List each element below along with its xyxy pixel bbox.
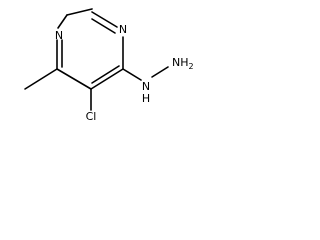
bond-c6-c5 <box>56 68 92 90</box>
label-layer: N N N H NH2 Cl <box>55 23 194 123</box>
bond-n3-ctop-double <box>91 18 116 34</box>
bond-nh-nh2 <box>151 66 169 78</box>
atom-n-left: N <box>55 29 63 42</box>
bond-c5-c4 <box>90 68 124 90</box>
atom-n-top: N <box>119 23 127 36</box>
atom-chlorine: Cl <box>86 110 97 123</box>
atom-n-hydrazine: N <box>142 80 150 93</box>
bond-c4-nh <box>122 68 142 81</box>
atom-h-hydrazine: H <box>142 92 150 105</box>
atom-nh2: NH2 <box>172 56 194 71</box>
bond-n3-ctop <box>91 11 118 28</box>
nh2-main: NH <box>172 56 189 69</box>
bond-n3-c2 <box>66 8 93 16</box>
chemical-structure: N N N H NH2 Cl <box>24 8 194 123</box>
bond-c2-n1 <box>57 14 68 29</box>
nh2-subscript: 2 <box>189 62 194 71</box>
bond-layer <box>24 8 169 111</box>
bond-methyl <box>24 68 58 90</box>
bond-c5-c4-double <box>91 65 120 84</box>
